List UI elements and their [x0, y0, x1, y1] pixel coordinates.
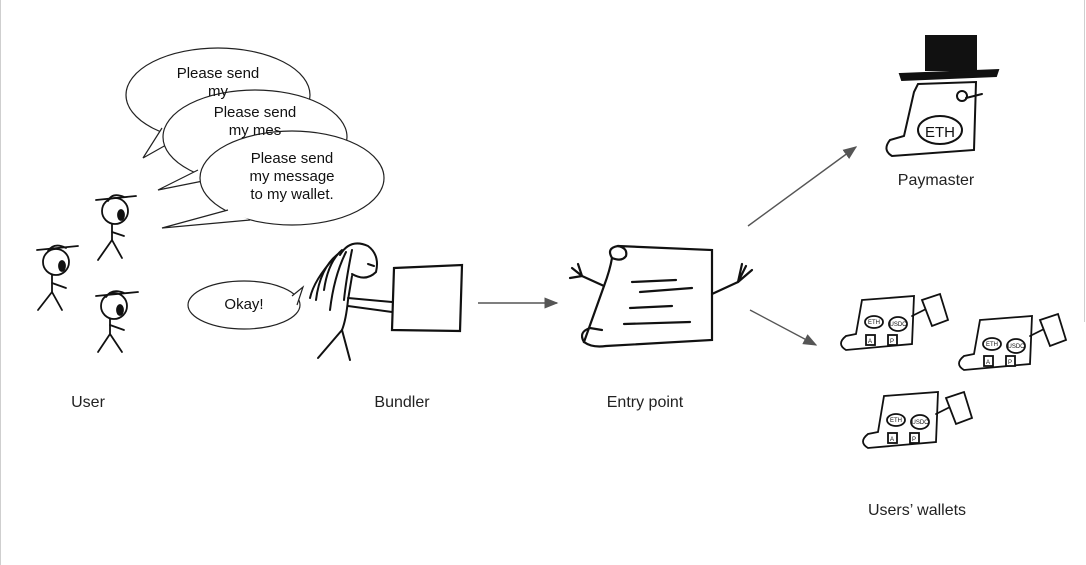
speech-bubble-front-line-2: my message [249, 168, 335, 185]
speech-bubble-front-line-3: to my wallet. [250, 186, 334, 203]
paymaster-scroll-icon [885, 35, 1000, 158]
user-stick-figure-bottom [95, 290, 139, 353]
bundler-label: Bundler [374, 394, 430, 411]
speech-bubble-middle-line-2: my mes [228, 122, 282, 139]
wallet-1-eth-label: ETH [868, 320, 880, 326]
speech-bubble-back-line-2: my [208, 83, 228, 100]
user-stick-figure-top [95, 194, 137, 261]
wallet-icon-3 [862, 390, 974, 449]
wallet-1-usdc-label: USDC [889, 322, 907, 328]
arrow-entrypoint-to-wallets [749, 309, 818, 346]
paymaster-label: Paymaster [897, 172, 975, 189]
speech-bubble-front-line-1: Please send [250, 150, 334, 167]
frame-border-left [0, 0, 1, 565]
speech-bubble-back-text: Please send my [150, 65, 286, 101]
wallet-1-a-label: A [868, 339, 872, 345]
wallet-3-usdc-label: USDC [911, 420, 929, 426]
wallet-2-p-label: P [1008, 360, 1012, 366]
speech-bubble-front-text: Please send my message to my wallet. [224, 150, 360, 204]
user-stick-figure-left [36, 244, 79, 311]
wallet-3-a-label: A [890, 437, 894, 443]
frame-border-right [1084, 0, 1085, 322]
bundler-figure [309, 242, 393, 361]
wallet-2-eth-label: ETH [986, 342, 998, 348]
wallet-icon-2 [958, 312, 1068, 371]
wallet-2-a-label: A [986, 360, 990, 366]
wallet-icon-1 [840, 292, 950, 351]
entry-point-label: Entry point [606, 394, 684, 411]
wallet-icon-labels: ETH USDC A P ETH USDC A P ETH USDC A P [868, 320, 1025, 443]
user-label: User [71, 394, 105, 411]
wallet-1-p-label: P [890, 339, 894, 345]
paymaster-eth-coin-label: ETH [925, 124, 955, 141]
speech-bubble-middle-line-1: Please send [213, 104, 297, 121]
users-wallets-label: Users’ wallets [867, 502, 967, 519]
arrow-entrypoint-to-paymaster [747, 146, 858, 227]
entry-point-scroll-icon [568, 244, 754, 348]
wallet-3-eth-label: ETH [890, 418, 902, 424]
speech-bubble-back-line-1: Please send [176, 65, 260, 82]
speech-bubble-middle-text: Please send my mes [187, 104, 323, 140]
wallet-3-p-label: P [912, 437, 916, 443]
okay-bubble-text: Okay! [224, 296, 264, 313]
speech-bubble-front [161, 130, 385, 229]
wallet-2-usdc-label: USDC [1007, 344, 1025, 350]
okay-speech-bubble [187, 280, 305, 330]
bundle-package-box [390, 263, 464, 333]
